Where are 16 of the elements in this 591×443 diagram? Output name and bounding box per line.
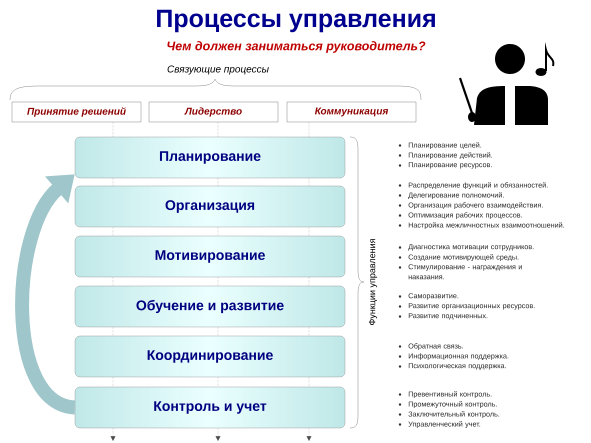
function-box: Контроль и учет — [74, 386, 346, 428]
process-box: Принятие решений — [12, 102, 142, 122]
function-box: Обучение и развитие — [74, 286, 346, 328]
function-box: Мотивирование — [74, 236, 346, 278]
arrow — [216, 428, 220, 441]
arrow — [306, 428, 312, 441]
arrow — [110, 428, 116, 441]
function-box: Организация — [74, 186, 346, 228]
function-box: Координирование — [74, 336, 346, 378]
function-box: Планирование — [74, 136, 346, 178]
title: Процессы управления — [157, 10, 435, 32]
brace-label: Функции управления — [368, 239, 378, 325]
brace-label: Связующие процессы — [168, 65, 269, 75]
process-box: Лидерство — [148, 102, 278, 122]
process-box: Коммуникация — [286, 102, 416, 122]
subtitle: Чем должен заниматься руководитель? — [167, 41, 426, 53]
